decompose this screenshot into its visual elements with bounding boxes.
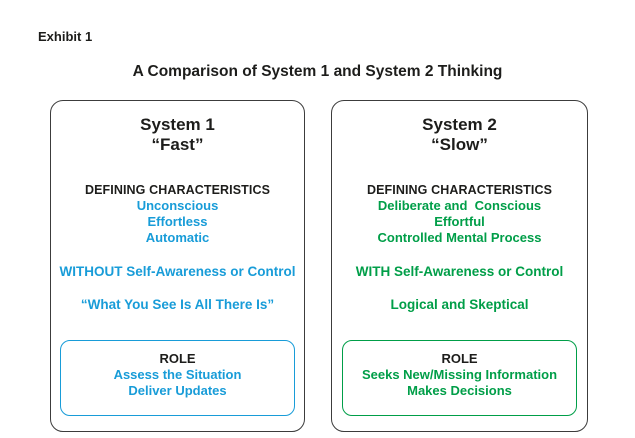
statement-line: Logical and Skeptical [390, 297, 529, 312]
system1-role-box: ROLE Assess the Situation Deliver Update… [60, 340, 295, 416]
role-label: ROLE [159, 351, 196, 366]
characteristic-item: Automatic [145, 230, 210, 245]
characteristic-item: Effortless [147, 214, 208, 229]
system2-heading: System 2 [422, 115, 497, 134]
characteristic-item: Effortful [434, 214, 485, 229]
characteristic-item: Deliberate and Conscious [377, 198, 542, 213]
system2-panel: System 2 “Slow” DEFINING CHARACTERISTICS… [331, 100, 588, 432]
system2-subheading: “Slow” [431, 135, 488, 154]
exhibit-label: Exhibit 1 [38, 29, 93, 44]
characteristic-item: Unconscious [136, 198, 219, 213]
role-item: Makes Decisions [407, 383, 512, 398]
defining-characteristics-label: DEFINING CHARACTERISTICS [366, 183, 553, 197]
role-item: Deliver Updates [128, 383, 227, 398]
characteristic-item: Controlled Mental Process [377, 230, 542, 245]
statement-line: “What You See Is All There Is” [80, 297, 275, 312]
role-label: ROLE [441, 351, 478, 366]
figure-title: A Comparison of System 1 and System 2 Th… [132, 63, 503, 80]
awareness-line: WITHOUT Self-Awareness or Control [59, 264, 296, 279]
system1-heading: System 1 [140, 115, 215, 134]
defining-characteristics-label: DEFINING CHARACTERISTICS [84, 183, 271, 197]
system2-role-box: ROLE Seeks New/Missing Information Makes… [342, 340, 577, 416]
role-item: Seeks New/Missing Information [361, 367, 558, 382]
role-item: Assess the Situation [113, 367, 242, 382]
system1-subheading: “Fast” [151, 135, 204, 154]
awareness-line: WITH Self-Awareness or Control [355, 264, 564, 279]
system1-panel: System 1 “Fast” DEFINING CHARACTERISTICS… [50, 100, 305, 432]
